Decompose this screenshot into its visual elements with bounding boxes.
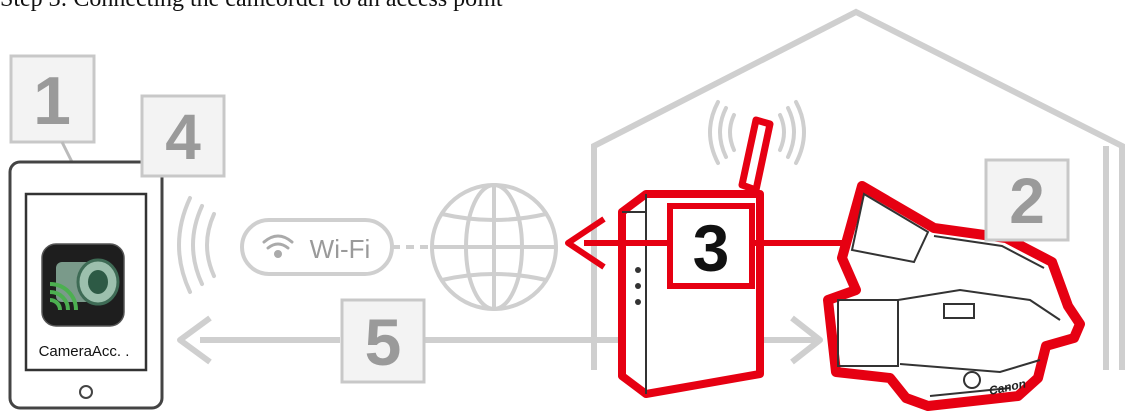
step-3-marker: 3 — [670, 206, 752, 286]
app-label: CameraAcc. . — [39, 343, 130, 360]
step-5-marker: 5 — [342, 300, 424, 382]
step-1-label: 1 — [33, 63, 71, 139]
step-1-marker: 1 — [11, 56, 94, 142]
step-5-label: 5 — [365, 305, 402, 379]
step-4-marker: 4 — [142, 96, 224, 176]
arrow-right-icon — [760, 318, 820, 362]
wifi-signal-icon — [179, 198, 214, 292]
step-4-label: 4 — [165, 101, 201, 173]
camera-app-icon — [42, 244, 124, 326]
wifi-pill: Wi-Fi — [242, 220, 392, 274]
step-2-marker: 2 — [986, 160, 1068, 240]
wifi-label: Wi-Fi — [310, 234, 371, 264]
arrow-left-icon — [180, 318, 340, 362]
step-2-label: 2 — [1009, 165, 1045, 237]
step-3-label: 3 — [693, 211, 730, 285]
diagram-caption: Step 3: Connecting the camcorder to an a… — [0, 0, 503, 13]
globe-icon — [432, 185, 556, 309]
